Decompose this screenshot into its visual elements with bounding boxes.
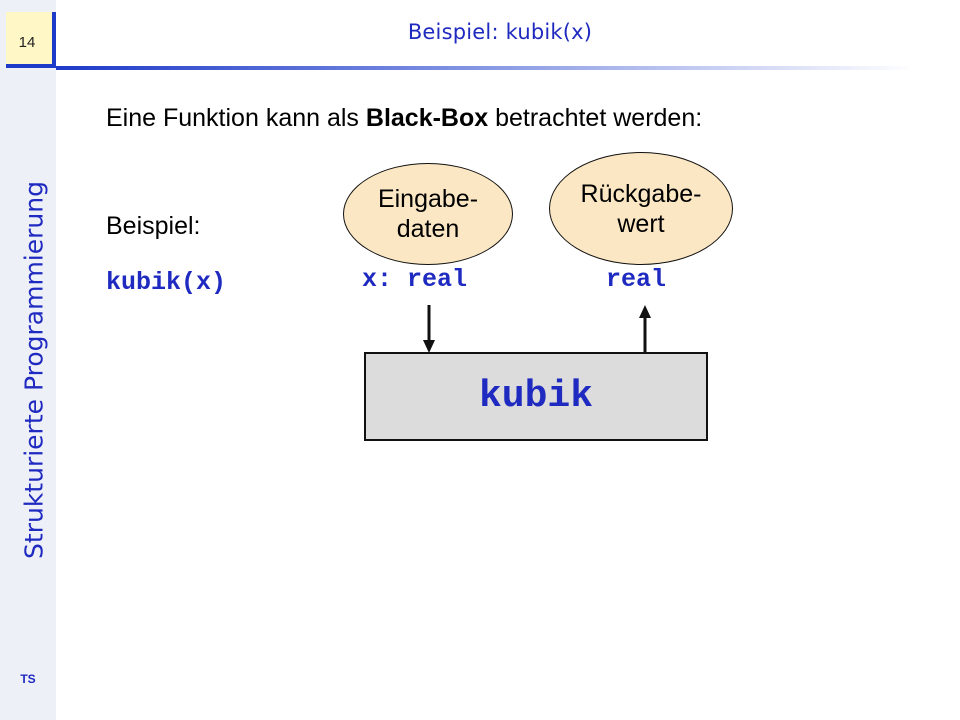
output-bubble-line2: wert xyxy=(617,209,665,238)
function-name: kubik xyxy=(478,375,594,418)
input-arrow xyxy=(423,305,435,353)
output-type-label: real xyxy=(606,265,667,294)
output-bubble-line1: Rückgabe- xyxy=(580,179,702,208)
header-divider xyxy=(56,66,916,70)
return-value-bubble: Rückgabe- wert xyxy=(549,152,733,265)
left-sidebar xyxy=(0,0,56,720)
slide-title: Beispiel: kubik(x) xyxy=(407,20,593,44)
input-data-bubble: Eingabe- daten xyxy=(343,163,513,265)
intro-text-end: betrachtet werden: xyxy=(488,104,703,132)
example-label: Beispiel: xyxy=(106,212,201,240)
intro-text-bold: Black-Box xyxy=(365,104,489,132)
input-bubble-line2: daten xyxy=(396,215,460,243)
example-code: kubik(x) xyxy=(106,268,227,297)
intro-text-start: Eine Funktion kann als xyxy=(106,104,366,132)
function-black-box: kubik xyxy=(364,352,708,441)
output-arrow xyxy=(639,305,651,352)
input-type-label: x: real xyxy=(362,265,468,294)
input-bubble-line1: Eingabe- xyxy=(377,185,479,213)
intro-sentence: Eine Funktion kann als Black-Box betrach… xyxy=(106,104,702,133)
author-initials: TS xyxy=(20,672,36,686)
page-number: 14 xyxy=(18,34,36,51)
page-number-badge xyxy=(6,12,56,68)
